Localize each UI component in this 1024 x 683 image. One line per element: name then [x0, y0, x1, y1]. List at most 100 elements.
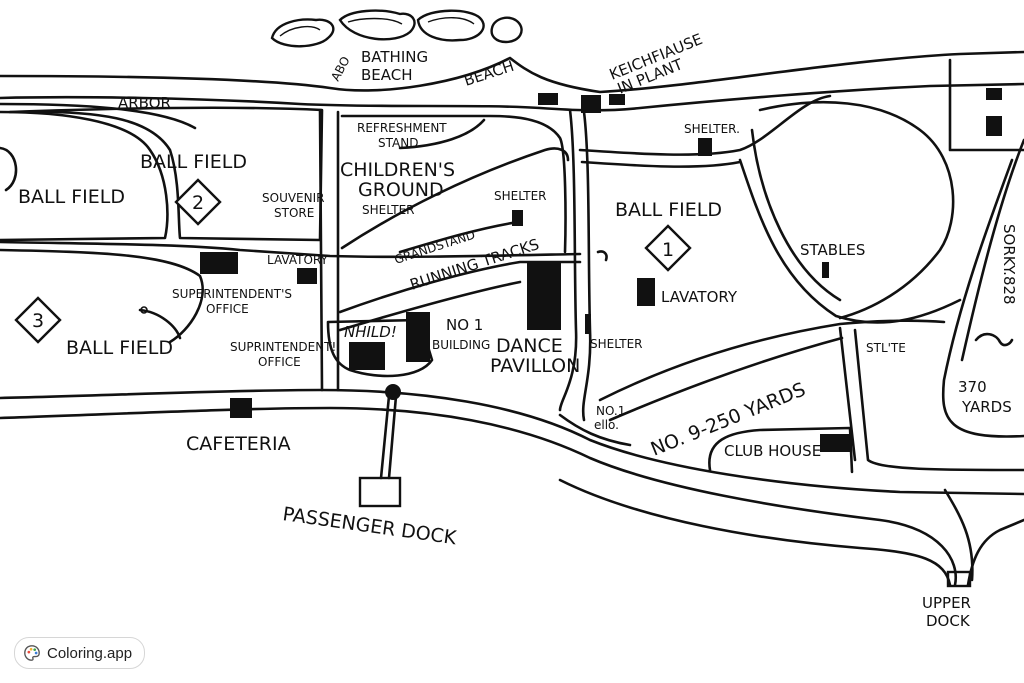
- ball-field-left-outline: [0, 110, 169, 242]
- shoreline-road: [0, 82, 1024, 112]
- label-supt-office-2: OFFICE: [206, 302, 249, 316]
- label-upper: UPPER: [922, 594, 971, 612]
- upper-dock-road-b: [943, 488, 974, 582]
- label-nhild: NHILD!: [344, 323, 397, 341]
- diamond-1-icon: [644, 224, 692, 272]
- field-marker-2: 2: [174, 178, 222, 226]
- label-stand: STAND: [378, 136, 418, 150]
- building-dance-pavilion: [527, 262, 561, 330]
- supt-office-outline: [326, 318, 434, 378]
- label-bathing: BATHING: [361, 48, 428, 66]
- stlte-road-b: [853, 328, 1024, 472]
- label-ball-field-1: BALL FIELD: [615, 199, 722, 221]
- label-dance: DANCE: [496, 335, 563, 357]
- lower-shore-road-c: [558, 478, 952, 587]
- field-3-path: [138, 308, 182, 340]
- label-building: BUILDING: [432, 338, 490, 352]
- field-marker-1: 1: [644, 224, 692, 272]
- field-3-marker-icon: [140, 306, 148, 314]
- label-store: STORE: [274, 206, 314, 220]
- building-no1: [406, 312, 430, 362]
- building-shelter-south: [585, 314, 591, 334]
- stables-road: [758, 100, 955, 320]
- main-north-road-b: [581, 110, 592, 422]
- building-ne-2: [986, 116, 1002, 136]
- main-north-road: [558, 108, 578, 412]
- building-plant-1: [581, 95, 601, 113]
- building-stables: [822, 262, 829, 278]
- label-beach-2: BEACH: [462, 57, 517, 90]
- diamond-3-icon: [14, 296, 62, 344]
- building-lavatory-west: [297, 268, 317, 284]
- label-club-house: CLUB HOUSE: [724, 442, 821, 460]
- stables-road-b: [750, 128, 842, 302]
- label-370: 370: [958, 378, 987, 396]
- yards-road: [598, 319, 946, 402]
- building-plant-2: [609, 94, 625, 105]
- label-ground: GROUND: [358, 179, 444, 201]
- east-road: [578, 94, 832, 156]
- island-2: [338, 9, 416, 41]
- building-shelter-east: [698, 138, 712, 156]
- label-shelter-childrens: SHELTER: [362, 203, 415, 217]
- lower-shore-road-b: [0, 406, 958, 587]
- building-grandstand-shelter: [512, 210, 523, 226]
- island-2-texture: [347, 17, 403, 25]
- island-1: [270, 18, 335, 48]
- label-suprint-office-2: OFFICE: [258, 355, 301, 369]
- east-vertical-road: [941, 158, 1024, 438]
- building-ne-1: [986, 88, 1002, 100]
- label-no1-ello: NO.1: [596, 404, 625, 418]
- ball-field-2-outline: [8, 106, 324, 242]
- refreshment-path: [398, 118, 486, 150]
- field-number-3: 3: [32, 310, 44, 332]
- stlte-road: [838, 326, 857, 462]
- building-club-house: [820, 434, 852, 452]
- running-track-outer: [338, 260, 582, 314]
- island-3: [416, 9, 485, 42]
- label-pavillon: PAVILLON: [490, 355, 580, 377]
- field-number-1: 1: [662, 239, 674, 261]
- island-3-texture: [427, 17, 475, 25]
- grandstand-path: [398, 220, 520, 254]
- map-labels: ARBOR BALL FIELD BALL FIELD BALL FIELD B…: [18, 30, 1018, 630]
- diamond-2-icon: [174, 178, 222, 226]
- watermark-text: Coloring.app: [47, 644, 133, 662]
- upper-dock-road: [966, 518, 1024, 587]
- building-cafeteria: [230, 398, 252, 418]
- label-shelter-south: SHELTER: [590, 337, 643, 351]
- lavatory-road: [318, 108, 324, 392]
- building-nhild: [349, 342, 385, 370]
- label-supt-office: SUPERINTENDENT'S: [172, 287, 292, 301]
- field-left-arc: [0, 146, 18, 192]
- dock-pier-right: [387, 394, 398, 480]
- buildings: [200, 88, 1002, 452]
- building-lavatory-east: [637, 278, 655, 306]
- label-dock: DOCK: [926, 612, 971, 630]
- lower-shore-road-a: [0, 388, 1024, 496]
- field-markers: 2 3 1: [14, 178, 692, 344]
- label-beach-1: BEACH: [361, 66, 413, 84]
- field-number-2: 2: [192, 192, 204, 214]
- central-road: [0, 240, 582, 259]
- label-childrens: CHILDREN'S: [340, 159, 455, 181]
- childrens-curve: [340, 147, 570, 250]
- coloring-app-badge[interactable]: Coloring.app: [14, 637, 146, 669]
- label-sorky: SORKY.828: [1000, 224, 1018, 305]
- label-yards: YARDS: [961, 398, 1012, 416]
- island-1-texture: [279, 25, 321, 37]
- label-refreshment: REFRESHMENT: [357, 121, 447, 135]
- label-souvenir: SOUVENIR: [262, 191, 325, 205]
- dock-pier-left: [379, 394, 391, 480]
- club-house-road: [708, 426, 854, 474]
- label-ball-field-left: BALL FIELD: [18, 186, 125, 208]
- label-lavatory-west: LAVATORY: [267, 253, 328, 267]
- label-ball-field-3: BALL FIELD: [66, 337, 173, 359]
- label-ello: ello.: [594, 418, 619, 432]
- dock-bollard: [385, 384, 401, 400]
- central-road-lower: [0, 248, 204, 344]
- shoreline-upper: [0, 50, 1024, 94]
- label-passenger-dock: PASSENGER DOCK: [281, 503, 458, 549]
- label-arbor: ARBOR: [118, 94, 171, 112]
